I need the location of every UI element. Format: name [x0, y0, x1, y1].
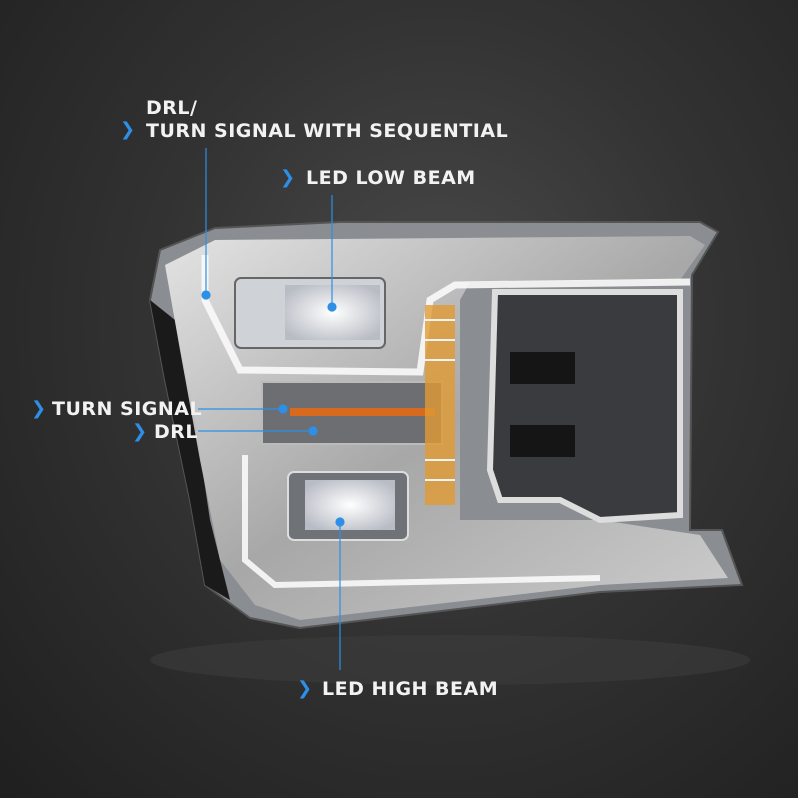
turn-signal-label: TURN SIGNAL: [52, 398, 203, 420]
chevron-right-icon: ❯: [280, 167, 296, 188]
chevron-right-icon: ❯: [132, 421, 148, 442]
callout-lines: [198, 148, 345, 670]
chevron-right-icon: ❯: [31, 398, 47, 419]
drl-sequential-label-line2: TURN SIGNAL WITH SEQUENTIAL: [146, 120, 509, 142]
chevron-right-icon: ❯: [297, 678, 313, 699]
led-high-beam-label: LED HIGH BEAM: [322, 678, 499, 700]
led-low-beam-label: LED LOW BEAM: [306, 167, 476, 189]
chevron-right-icon: ❯: [120, 119, 136, 140]
drl-sequential-label-line1: DRL/: [146, 97, 198, 119]
drl-label: DRL: [154, 421, 199, 443]
